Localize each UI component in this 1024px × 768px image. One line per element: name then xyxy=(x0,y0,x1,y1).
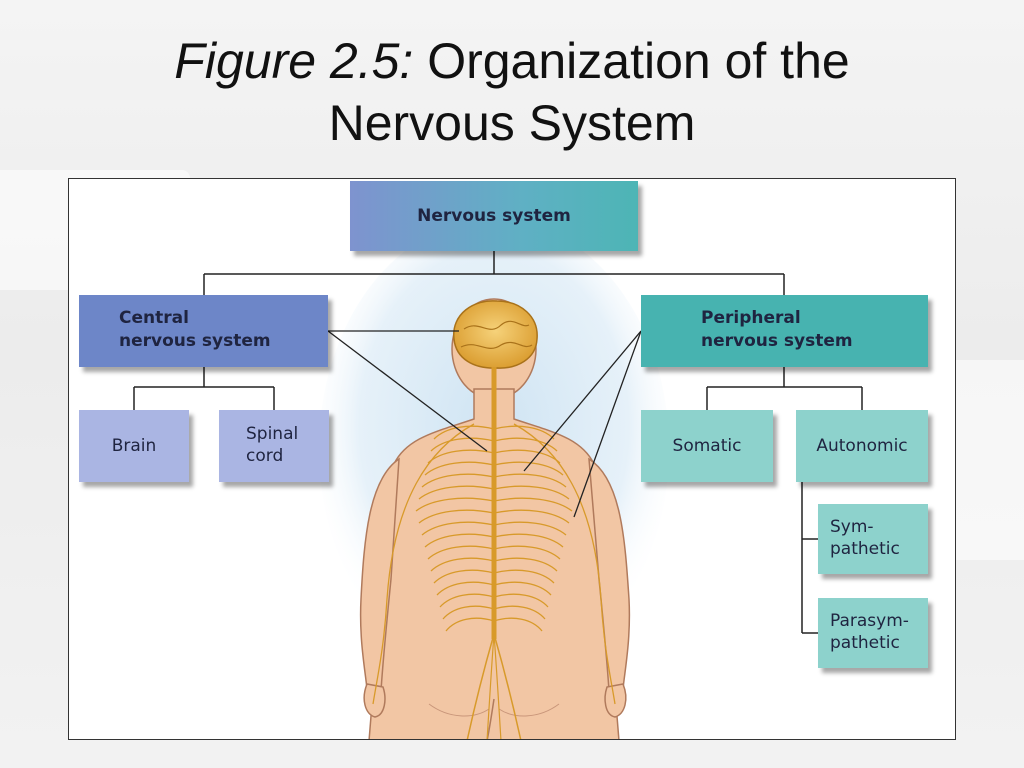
pointer-lines xyxy=(327,330,642,518)
spinal-nerve xyxy=(493,497,573,512)
sympathetic-label-line-2: pathetic xyxy=(830,539,900,559)
peripheral-nervous-system-box: Peripheral nervous system xyxy=(641,295,928,367)
spinal-nerve xyxy=(493,605,546,620)
spinal-nerve xyxy=(430,437,495,452)
spinal-nerve xyxy=(418,509,495,524)
spinal-nerve xyxy=(442,605,495,620)
spinal-nerve xyxy=(493,545,561,560)
spinal-nerve xyxy=(493,593,549,608)
spinal-nerve xyxy=(493,569,555,584)
brain-fold xyxy=(460,341,533,350)
brain-fold xyxy=(463,320,530,330)
leg-nerve xyxy=(466,633,495,739)
spinal-nerve xyxy=(421,521,495,536)
pns-label-line-2: nervous system xyxy=(701,331,853,351)
leg-nerve xyxy=(486,633,495,739)
cns-label-line-1: Central xyxy=(119,308,189,328)
arm-nerve-right xyxy=(513,423,616,705)
spinal-nerve xyxy=(433,569,495,584)
spinal-nerve xyxy=(427,545,495,560)
brain-label: Brain xyxy=(111,436,157,456)
spinal-nerve xyxy=(493,425,555,440)
pns-label-line-1: Peripheral xyxy=(701,308,801,328)
right-hand xyxy=(604,683,627,718)
autonomic-label: Autonomic xyxy=(816,436,908,456)
nervous-system-label: Nervous system xyxy=(417,206,571,226)
spinal-nerve xyxy=(436,581,495,596)
spinal-nerve xyxy=(493,485,570,500)
sympathetic-label-line-1: Sym- xyxy=(830,517,874,537)
pointer-line xyxy=(327,330,488,452)
left-hand xyxy=(363,683,386,718)
nervous-system-box: Nervous system xyxy=(350,181,638,251)
sympathetic-box: Sym- pathetic xyxy=(818,504,928,574)
spinal-nerve xyxy=(493,533,564,548)
peripheral-nerves xyxy=(415,425,573,632)
spinal-nerve xyxy=(493,521,567,536)
leg-nerve xyxy=(493,633,522,739)
spinal-nerve xyxy=(424,533,495,548)
parasympathetic-box: Parasym- pathetic xyxy=(818,598,928,668)
brain-box: Brain xyxy=(79,410,189,482)
spinal-nerve xyxy=(493,581,552,596)
somatic-label: Somatic xyxy=(672,436,742,456)
spinal-nerve xyxy=(424,461,495,476)
title-line-2: Nervous System xyxy=(328,95,696,151)
spinal-nerve xyxy=(493,461,564,476)
somatic-box: Somatic xyxy=(641,410,773,482)
spinal-nerve xyxy=(493,557,558,572)
parasympathetic-label-line-2: pathetic xyxy=(830,633,900,653)
spinal-nerve xyxy=(493,437,558,452)
spinal-cord-label-line-2: cord xyxy=(246,446,284,466)
spinal-nerve xyxy=(418,485,495,500)
nervous-system-figure: Nervous system Central nervous system Pe… xyxy=(68,178,956,740)
brain-illustration xyxy=(453,300,538,369)
spinal-nerve xyxy=(493,617,543,632)
spinal-nerve xyxy=(493,473,567,488)
spinal-nerve xyxy=(430,557,495,572)
buttock-curve-right xyxy=(498,703,560,717)
pointer-line xyxy=(573,330,642,518)
leg-nerve xyxy=(493,633,502,739)
spinal-nerve xyxy=(445,617,495,632)
autonomic-box: Autonomic xyxy=(796,410,928,482)
cns-label-line-2: nervous system xyxy=(119,331,271,351)
arm-nerve-left xyxy=(372,423,475,705)
central-nervous-system-box: Central nervous system xyxy=(79,295,328,367)
spinal-nerve xyxy=(415,497,495,512)
left-arm xyxy=(359,457,400,692)
parasympathetic-label-line-1: Parasym- xyxy=(830,611,909,631)
spinal-cord-box: Spinal cord xyxy=(219,410,329,482)
spinal-nerve xyxy=(439,593,495,608)
hierarchy-connectors xyxy=(133,251,863,634)
slide-title: Figure 2.5: Organization of the Nervous … xyxy=(0,30,1024,154)
buttock-curve-left xyxy=(428,703,490,717)
spinal-nerve xyxy=(421,473,495,488)
title-line-1: Organization of the xyxy=(413,33,850,89)
diagram-graphics xyxy=(133,219,863,739)
pointer-line xyxy=(523,330,642,472)
spinal-nerve xyxy=(493,509,570,524)
spinal-cord-label-line-1: Spinal xyxy=(246,424,299,444)
spinal-nerve xyxy=(433,425,495,440)
figure-number: Figure 2.5: xyxy=(174,33,414,89)
